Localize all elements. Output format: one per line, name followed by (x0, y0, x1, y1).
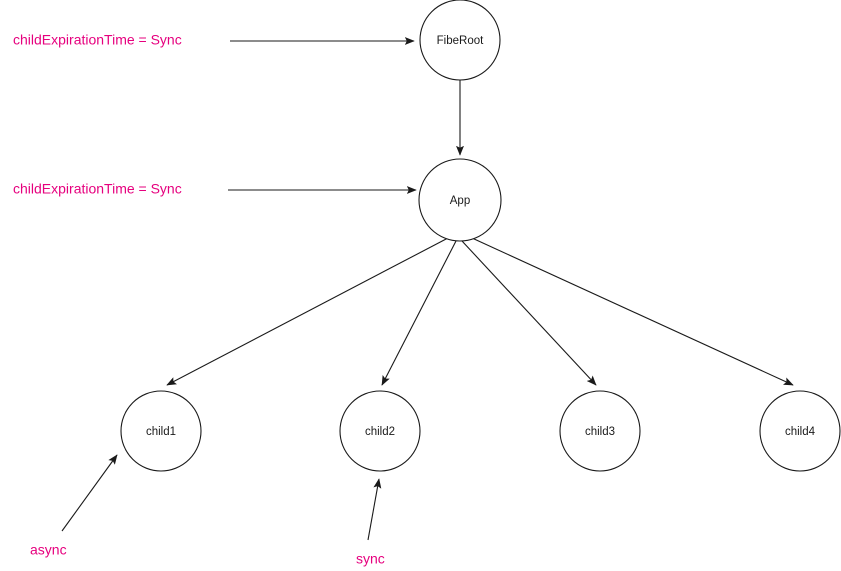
node-fiberoot-label: FibeRoot (437, 35, 484, 47)
node-app-circle[interactable] (418, 158, 502, 242)
edge-app-to-child1 (166, 237, 449, 386)
node-child1[interactable]: child1 (120, 390, 202, 472)
node-child3-circle[interactable] (559, 390, 641, 472)
node-fiberoot-circle[interactable] (419, 0, 501, 81)
node-child3-label: child3 (585, 426, 615, 438)
node-app-label: App (450, 195, 470, 207)
annotation-label-fiberoot-expiration: childExpirationTime = Sync (13, 32, 182, 48)
node-child2[interactable]: child2 (339, 390, 421, 472)
edge-app-to-child3 (461, 240, 597, 386)
edge-app-to-child2 (381, 240, 457, 386)
edge-layer (166, 80, 794, 386)
annotation-arrow-sync (367, 478, 382, 541)
node-child4-circle[interactable] (759, 390, 841, 472)
node-child2-circle[interactable] (339, 390, 421, 472)
annotation-label-child1-async: async (30, 542, 67, 558)
annotation-arrow-layer (61, 37, 417, 541)
node-child4-label: child4 (785, 426, 816, 438)
node-child2-label: child2 (365, 426, 395, 438)
node-child4[interactable]: child4 (759, 390, 841, 472)
annotation-label-layer: childExpirationTime = Sync childExpirati… (13, 32, 385, 567)
node-child3[interactable]: child3 (559, 390, 641, 472)
annotation-label-app-expiration: childExpirationTime = Sync (13, 181, 182, 197)
node-app[interactable]: App (418, 158, 502, 242)
node-child1-label: child1 (146, 426, 176, 438)
annotation-label-child2-sync: sync (356, 551, 385, 567)
annotation-arrow-async (61, 454, 118, 532)
node-fiberoot[interactable]: FibeRoot (419, 0, 501, 81)
edge-app-to-child4 (471, 237, 794, 386)
node-child1-circle[interactable] (120, 390, 202, 472)
